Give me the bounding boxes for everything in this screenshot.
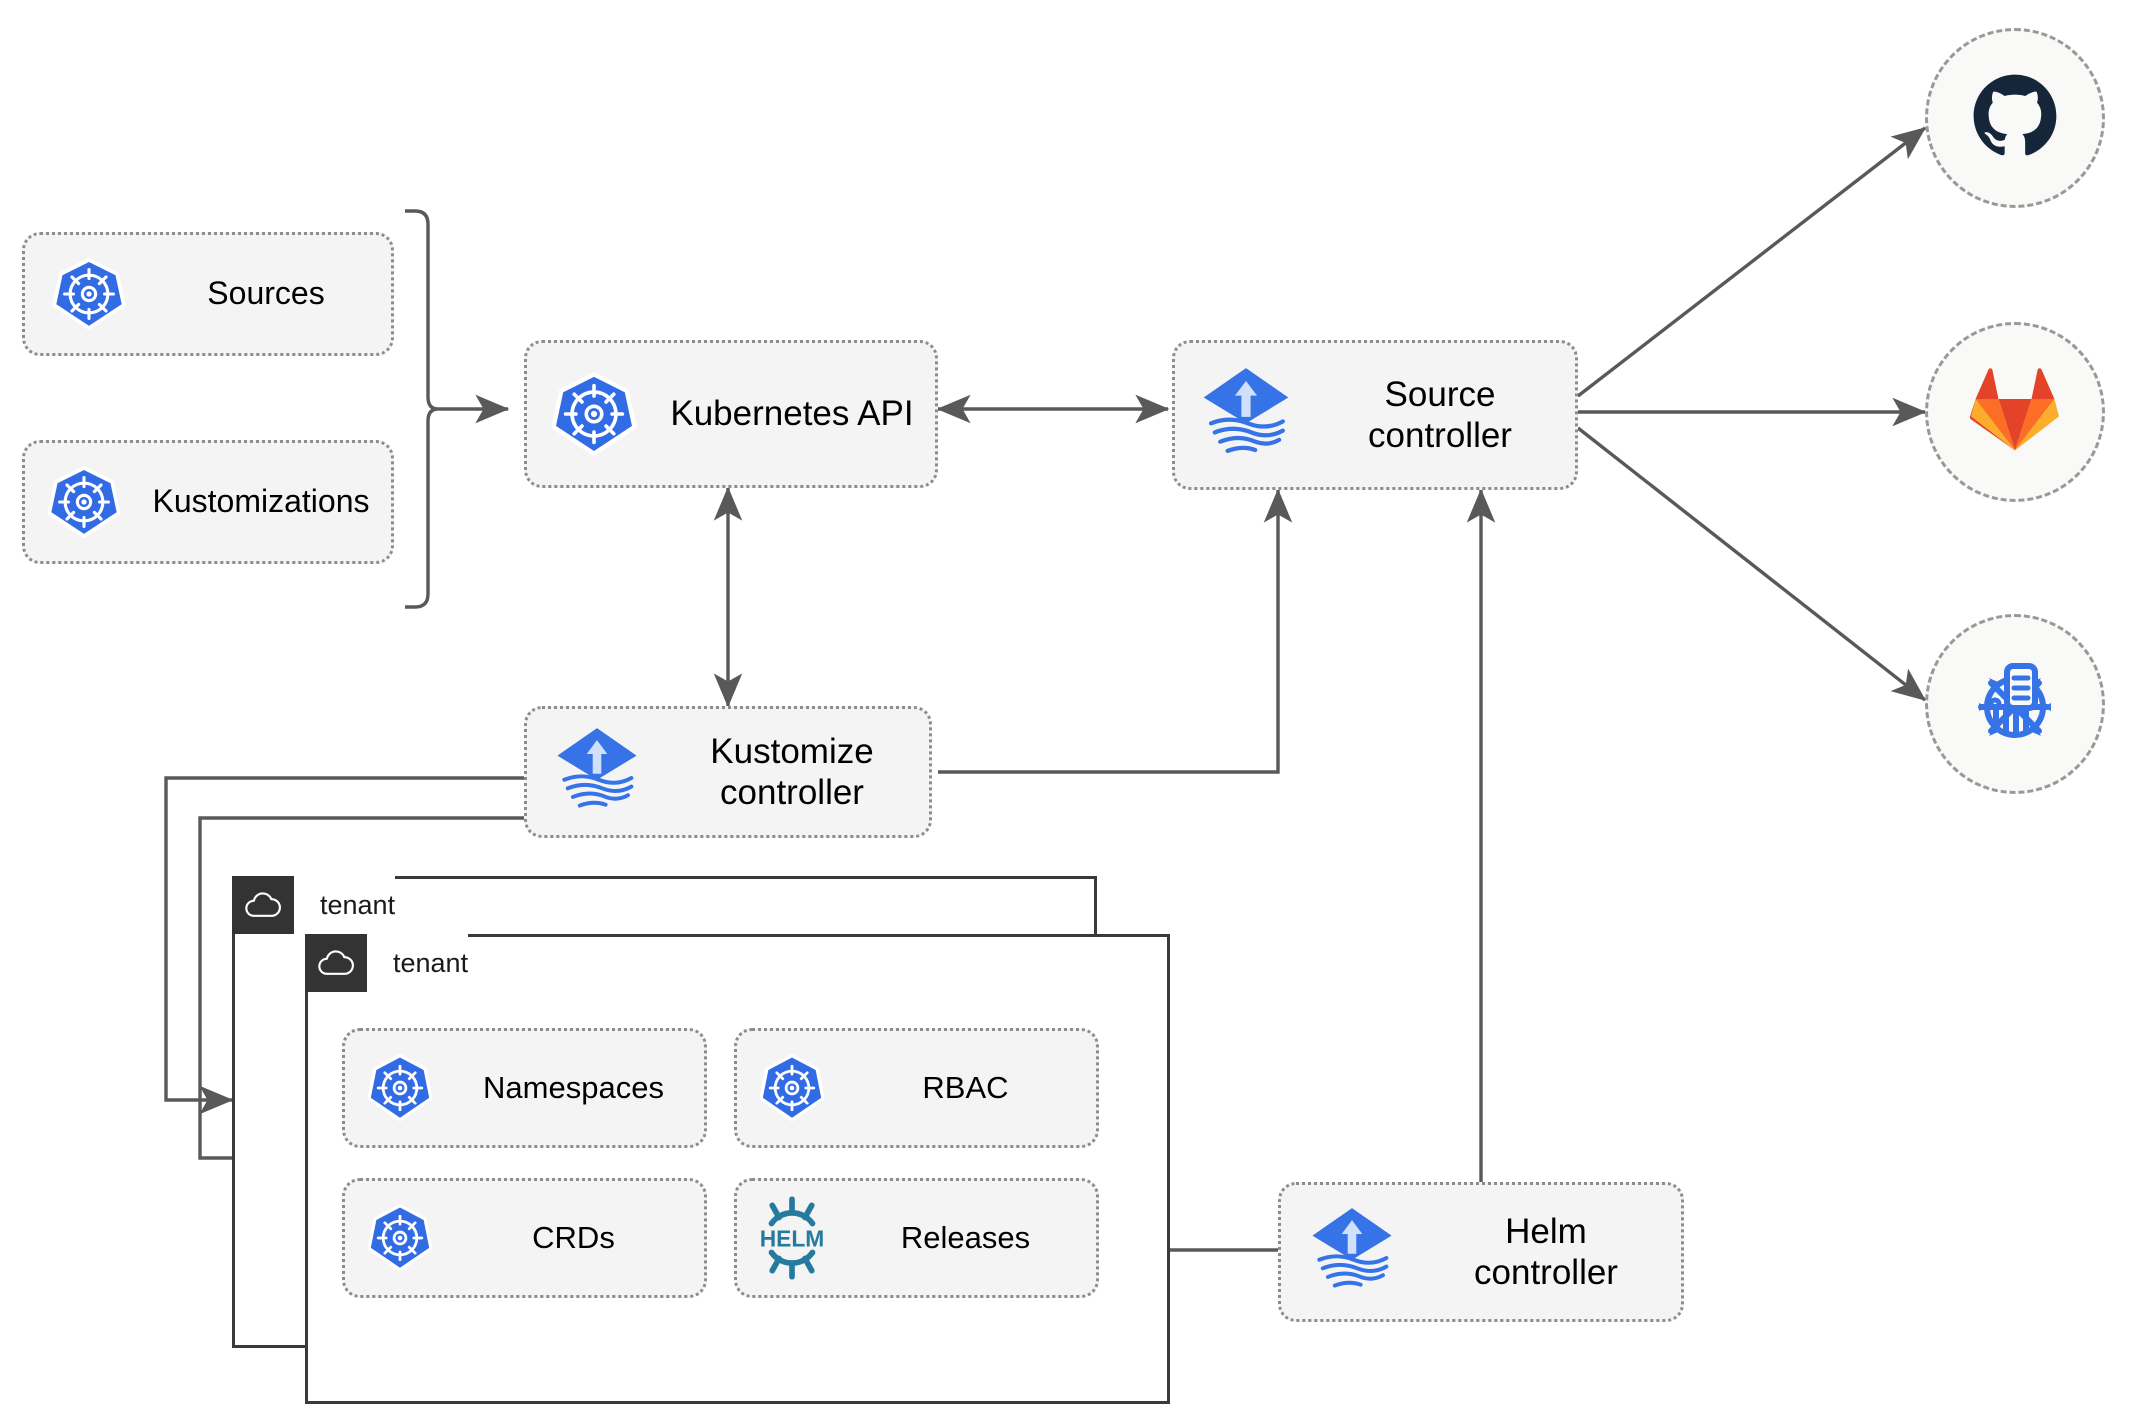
edge-source-controller-helm-repo [1576, 426, 1927, 702]
provider-gitlab[interactable] [1925, 322, 2105, 502]
node-rbac[interactable]: RBAC [734, 1028, 1099, 1148]
flux-icon [527, 726, 667, 818]
node-label: Sources [207, 275, 325, 312]
kubernetes-icon [527, 371, 661, 457]
node-kubernetes-api[interactable]: Kubernetes API [524, 340, 938, 488]
kubernetes-icon [345, 1203, 455, 1273]
flux-icon [1281, 1206, 1423, 1298]
provider-github[interactable] [1925, 28, 2105, 208]
tenant-container-front[interactable]: tenant [305, 934, 1170, 1404]
svg-text:HELM: HELM [760, 1225, 825, 1251]
tenant-label: tenant [294, 876, 396, 934]
node-kustomizations[interactable]: Kustomizations [22, 440, 394, 564]
tenant-header: tenant [232, 876, 396, 934]
tenant-label: tenant [367, 934, 469, 992]
flux-icon [1175, 366, 1317, 464]
node-helm-controller[interactable]: Helm controller [1278, 1182, 1684, 1322]
edge-source-controller-github [1576, 126, 1927, 398]
node-releases[interactable]: HELM Releases [734, 1178, 1099, 1298]
cloud-icon [232, 876, 294, 934]
kubernetes-icon [737, 1053, 847, 1123]
node-crds[interactable]: CRDs [342, 1178, 707, 1298]
kubernetes-icon [25, 465, 143, 539]
node-label: Namespaces [483, 1069, 664, 1105]
node-label: Kustomize controller [710, 731, 874, 812]
kubernetes-icon [25, 257, 153, 331]
node-label: Releases [900, 1219, 1031, 1255]
node-label: RBAC [922, 1069, 1009, 1105]
edge-sources-bracket [405, 209, 439, 609]
node-label: Source controller [1368, 374, 1512, 455]
helm-repository-icon [1965, 652, 2065, 757]
edge-kustomize-controller-source-controller [938, 488, 1293, 774]
helm-icon: HELM [737, 1196, 847, 1280]
node-label: Kubernetes API [670, 394, 914, 434]
tenant-header: tenant [305, 934, 469, 992]
node-source-controller[interactable]: Source controller [1172, 340, 1578, 490]
node-label: CRDs [532, 1219, 615, 1255]
github-icon [1968, 69, 2062, 168]
cloud-icon [305, 934, 367, 992]
node-label: Kustomizations [152, 483, 370, 520]
node-label: Helm controller [1474, 1211, 1618, 1292]
node-kustomize-controller[interactable]: Kustomize controller [524, 706, 932, 838]
node-sources[interactable]: Sources [22, 232, 394, 356]
gitlab-icon [1969, 366, 2061, 459]
provider-helm-repository[interactable] [1925, 614, 2105, 794]
node-namespaces[interactable]: Namespaces [342, 1028, 707, 1148]
kubernetes-icon [345, 1053, 455, 1123]
